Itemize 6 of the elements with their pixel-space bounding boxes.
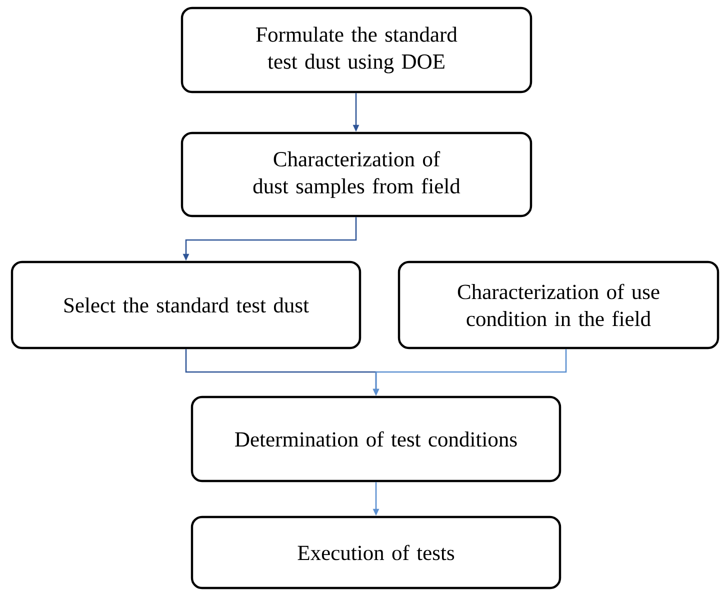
- process-box: Select the standard test dust: [10, 260, 362, 350]
- process-box: Characterization of use condition in the field: [398, 260, 720, 350]
- process-box: Formulate the standard test dust using DOE: [180, 6, 532, 94]
- process-box: Execution of tests: [190, 516, 562, 590]
- process-box: Determination of test conditions: [190, 396, 562, 482]
- process-box: Characterization of dust samples from field: [180, 132, 532, 218]
